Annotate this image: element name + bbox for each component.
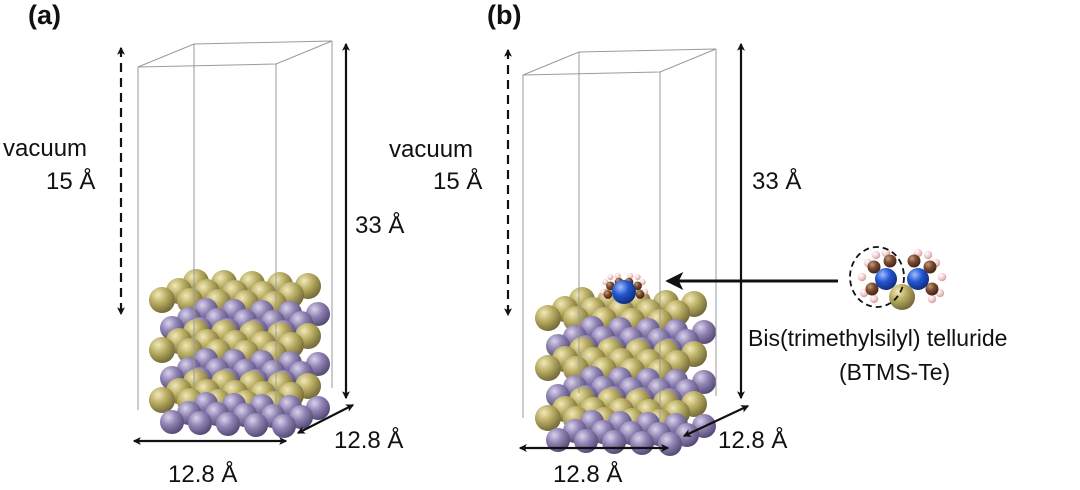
carbon-atom (606, 281, 615, 291)
metal-atom (630, 431, 654, 455)
panel-b-vacuum-label: vacuum (389, 136, 473, 163)
panel-a-depth-arrow (296, 404, 355, 434)
carbon-atom (925, 282, 939, 296)
panel-a: (a) vacuum 15 Å 33 Å 12.8 Å (3, 0, 404, 488)
hydrogen-atom (627, 272, 634, 279)
metal-atom (216, 412, 240, 436)
metal-atom (244, 413, 268, 437)
tellurium-atom (149, 387, 175, 413)
panel-a-vacuum-value: 15 Å (46, 167, 95, 195)
adsorbed-btms-te-molecule (599, 272, 649, 304)
panel-b-height-value: 33 Å (752, 167, 801, 195)
carbon-atom (865, 282, 879, 296)
tellurium-atom (889, 284, 915, 310)
hydrogen-atom (927, 294, 937, 304)
hydrogen-atom (937, 272, 947, 282)
panel-a-height-value: 33 Å (355, 211, 404, 239)
panel-b-label: (b) (487, 0, 521, 30)
metal-atom (658, 432, 682, 456)
panel-b-cell (522, 48, 717, 420)
molecule-abbrev: (BTMS-Te) (839, 359, 950, 385)
panel-b-slab (535, 287, 716, 456)
hydrogen-atom (923, 250, 933, 260)
carbon-atom (635, 290, 645, 299)
carbon-atom (633, 281, 642, 291)
silicon-atom (907, 268, 929, 290)
hydrogen-atom (869, 294, 879, 304)
carbon-atom (923, 260, 937, 274)
panel-b-depth-value: 12.8 Å (718, 426, 787, 454)
free-btms-te-molecule (857, 248, 947, 310)
silicon-atom (612, 280, 636, 304)
panel-a-vacuum-label: vacuum (3, 135, 87, 162)
molecule-name: Bis(trimethylsilyl) telluride (748, 325, 1007, 351)
carbon-atom (867, 260, 881, 274)
silicon-atom (875, 268, 897, 290)
panel-b-cell-top (522, 48, 717, 76)
panel-a-cell (137, 40, 333, 412)
tellurium-atom (535, 405, 561, 431)
panel-a-label: (a) (28, 0, 61, 30)
tellurium-atom (149, 337, 175, 363)
metal-atom (188, 411, 212, 435)
tellurium-atom (149, 287, 175, 313)
carbon-atom (603, 290, 613, 299)
hydrogen-atom (871, 250, 881, 260)
metal-atom (272, 414, 296, 438)
hydrogen-atom (614, 272, 621, 279)
hydrogen-atom (607, 274, 614, 281)
hydrogen-atom (634, 274, 641, 281)
tellurium-atom (535, 305, 561, 331)
hydrogen-atom (857, 272, 867, 282)
carbon-atom (883, 254, 897, 268)
metal-atom (574, 429, 598, 453)
metal-atom (160, 410, 184, 434)
panel-a-slab (149, 269, 330, 438)
panel-b-depth-arrow (682, 405, 750, 437)
panel-a-cell-top (137, 40, 333, 68)
tellurium-atom (535, 355, 561, 381)
metal-atom (602, 430, 626, 454)
panel-a-width-value: 12.8 Å (168, 460, 237, 488)
carbon-atom (907, 254, 921, 268)
panel-b: (b) vacuum 15 Å 33 Å 12.8 Å 12.8 Å (389, 0, 1007, 488)
trimethylsilyl-group-highlight (849, 246, 905, 308)
panel-b-width-value: 12.8 Å (553, 460, 622, 488)
panel-b-vacuum-value: 15 Å (433, 167, 482, 195)
panel-a-depth-value: 12.8 Å (334, 426, 403, 454)
